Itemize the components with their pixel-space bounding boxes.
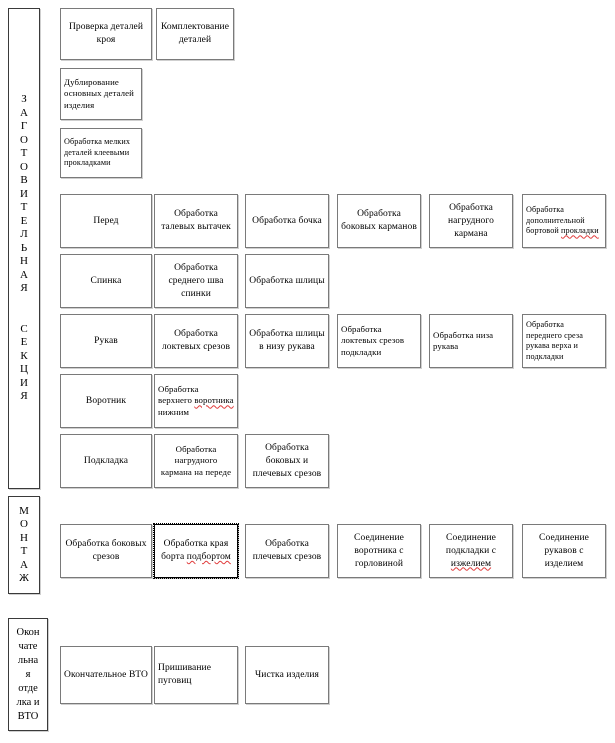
box-label-misspelled: воротника [194, 395, 234, 406]
box-label: Обработка локтевых срезов [161, 329, 231, 352]
process-box-obrabotka-niza-rukava[interactable]: Обработка низа рукава [429, 314, 513, 368]
section-label-zagotovitelnaya: З А Г О Т О В И Т Е Л Ь Н А Я С Е К Ц И … [8, 8, 40, 489]
section-label-okonchatelnaya-text: Окон чате льна я отде лка и ВТО [16, 626, 40, 722]
box-label: Обработка плечевых срезов [252, 539, 322, 562]
process-box-obrabotka-kraya-borta-podbortom[interactable]: Обработка края борта подбортом [153, 523, 239, 579]
box-label: Обработка талевых вытачек [161, 209, 231, 232]
process-box-soedinenie-rukavov-s-izdeliem[interactable]: Соединение рукавов с изделием [522, 524, 606, 578]
process-box-obrabotka-bokovyh-srezov[interactable]: Обработка боковых срезов [60, 524, 152, 578]
box-label-part1: Обработка дополнительной бортовой [526, 205, 585, 236]
box-label: Обработка края борта подбортом [158, 538, 234, 564]
process-box-prishivanie-pugovic[interactable]: Пришивание пуговиц [154, 646, 238, 704]
box-label-part1: Обработка края борта [161, 539, 229, 562]
section-label-montazh: М О Н Т А Ж [8, 496, 40, 594]
section-label-montazh-text: М О Н Т А Ж [19, 504, 29, 585]
box-label: Обработка переднего среза рукава верха и… [526, 320, 583, 361]
process-box-rukav[interactable]: Рукав [60, 314, 152, 368]
box-label: Окончательное ВТО [64, 669, 149, 680]
box-label: Соединение подкладки с изжелием [433, 532, 509, 571]
process-box-obrabotka-bokovyh-karmanov[interactable]: Обработка боковых карманов [337, 194, 421, 248]
box-label-part3: нижним [158, 406, 190, 417]
box-label: Обработка мелких деталей клеевыми прокла… [64, 137, 131, 168]
box-label: Проверка деталей кроя [68, 22, 144, 45]
process-box-obrabotka-loktevyh-srezov-podkladki[interactable]: Обработка локтевых срезов подкладки [337, 314, 421, 368]
section-label-zagotovitelnaya-text: З А Г О Т О В И Т Е Л Ь Н А Я С Е К Ц И … [20, 93, 28, 403]
box-label: Обработка боковых карманов [341, 209, 417, 232]
box-label: Обработка среднего шва спинки [168, 262, 224, 299]
box-label: Обработка нагрудного кармана на переде [160, 443, 232, 477]
box-label: Рукав [94, 335, 118, 346]
process-box-komplektovanie-detaley[interactable]: Комплектование деталей [156, 8, 234, 60]
process-box-obrabotka-nagrudnogo-karmana[interactable]: Обработка нагрудного кармана [429, 194, 513, 248]
box-label: Обработка локтевых срезов подкладки [341, 323, 405, 357]
box-label: Пришивание пуговиц [158, 663, 212, 686]
box-label: Соединение воротника с горловиной [354, 532, 404, 569]
process-box-obrabotka-shlicy[interactable]: Обработка шлицы [245, 254, 329, 308]
process-box-okonchatelnoe-vto[interactable]: Окончательное ВТО [60, 646, 152, 704]
process-box-obrabotka-shlicy-v-nizu-rukava[interactable]: Обработка шлицы в низу рукава [245, 314, 329, 368]
box-label: Обработка верхнего воротника нижним [158, 384, 234, 419]
box-label-misspelled: прокладки [561, 226, 599, 236]
process-box-obrabotka-srednego-shva-spinki[interactable]: Обработка среднего шва спинки [154, 254, 238, 308]
process-box-spinka[interactable]: Спинка [60, 254, 152, 308]
process-box-chistka-izdeliya[interactable]: Чистка изделия [245, 646, 329, 704]
box-label: Обработка боковых и плечевых срезов [252, 442, 322, 479]
box-label: Обработка шлицы [249, 275, 325, 286]
box-label: Воротник [85, 395, 127, 406]
process-box-obrabotka-dopolnitelnoy-bortovoy-prokladki[interactable]: Обработка дополнительной бортовой прокла… [522, 194, 606, 248]
process-box-obrabotka-verhnego-vorotnika-nizhnim[interactable]: Обработка верхнего воротника нижним [154, 374, 238, 428]
box-label: Комплектование деталей [160, 22, 230, 45]
box-label: Соединение рукавов с изделием [539, 532, 589, 569]
box-label-misspelled: подбортом [186, 552, 231, 562]
process-box-obrabotka-plechevyh-srezov[interactable]: Обработка плечевых срезов [245, 524, 329, 578]
process-box-soedinenie-podkladki-s-izdeliem[interactable]: Соединение подкладки с изжелием [429, 524, 513, 578]
process-box-podkladka[interactable]: Подкладка [60, 434, 152, 488]
process-box-obrabotka-talevyh-vytachek[interactable]: Обработка талевых вытачек [154, 194, 238, 248]
box-label: Обработка бочка [252, 215, 322, 226]
section-label-okonchatelnaya-otdelka: Окон чате льна я отде лка и ВТО [8, 618, 48, 731]
process-box-soedinenie-vorotnika-s-gorlovinoy[interactable]: Соединение воротника с горловиной [337, 524, 421, 578]
box-label: Чистка изделия [255, 669, 319, 680]
process-box-obrabotka-bokovyh-i-plechevyh-srezov[interactable]: Обработка боковых и плечевых срезов [245, 434, 329, 488]
process-box-obrabotka-loktevyh-srezov[interactable]: Обработка локтевых срезов [154, 314, 238, 368]
box-label-misspelled: изжелием [450, 558, 492, 569]
process-box-obrabotka-melkih-detaley[interactable]: Обработка мелких деталей клеевыми прокла… [60, 128, 142, 178]
box-label: Обработка дополнительной бортовой прокла… [526, 205, 602, 237]
box-label-part1: Обработка верхнего [158, 383, 199, 406]
process-box-obrabotka-nagrudnogo-karmana-na-perede[interactable]: Обработка нагрудного кармана на переде [154, 434, 238, 488]
box-label: Спинка [90, 275, 122, 286]
process-box-dublirovanie-osnovnyh-detaley[interactable]: Дублирование основных деталей изделия [60, 68, 142, 120]
process-box-proverka-detaley-kroya[interactable]: Проверка деталей кроя [60, 8, 152, 60]
process-box-obrabotka-perednego-sreza-rukava[interactable]: Обработка переднего среза рукава верха и… [522, 314, 606, 368]
process-box-pered[interactable]: Перед [60, 194, 152, 248]
box-label: Обработка нагрудного кармана [447, 202, 495, 239]
box-label: Подкладка [83, 455, 129, 466]
box-label: Перед [93, 215, 119, 226]
process-box-vorotnik[interactable]: Воротник [60, 374, 152, 428]
box-label: Обработка низа рукава [433, 329, 494, 352]
box-label: Обработка шлицы в низу рукава [249, 329, 325, 352]
box-label: Дублирование основных деталей изделия [64, 76, 134, 110]
box-label-part1: Соединение подкладки с [445, 532, 497, 556]
box-label: Обработка боковых срезов [65, 539, 147, 562]
process-box-obrabotka-bochka[interactable]: Обработка бочка [245, 194, 329, 248]
